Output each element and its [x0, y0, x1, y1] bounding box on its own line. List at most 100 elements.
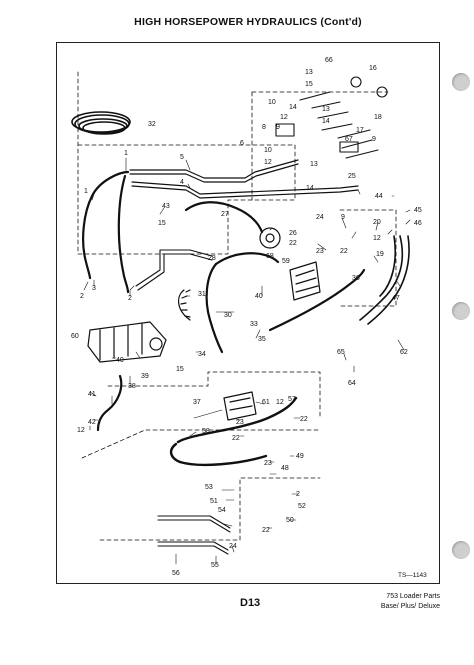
callout-2: 2 — [80, 293, 84, 300]
callout-38: 38 — [128, 383, 136, 390]
callout-13b: 13 — [322, 106, 330, 113]
callout-25: 25 — [348, 173, 356, 180]
callout-52: 52 — [298, 503, 306, 510]
callout-30: 30 — [224, 312, 232, 319]
callout-22d: 22 — [232, 435, 240, 442]
callout-37: 37 — [193, 399, 201, 406]
callout-35: 35 — [258, 336, 266, 343]
callout-1b: 1 — [84, 188, 88, 195]
callout-16: 16 — [369, 65, 377, 72]
callout-12e: 12 — [77, 427, 85, 434]
spring-guard-31 — [178, 289, 191, 321]
callout-15: 15 — [305, 81, 313, 88]
hose-35 — [268, 268, 366, 332]
binder-hole-bottom — [452, 541, 470, 559]
hose-30 — [205, 252, 280, 354]
fittings-top-right — [275, 76, 388, 159]
callout-13c: 13 — [310, 161, 318, 168]
callout-41: 41 — [88, 391, 96, 398]
callout-57: 57 — [288, 396, 296, 403]
dashed-group-outline — [77, 71, 397, 541]
callout-36: 36 — [352, 275, 360, 282]
model-info: 753 Loader Parts Base/ Plus/ Deluxe — [356, 592, 440, 612]
diagram-frame — [56, 42, 440, 584]
callout-64: 64 — [348, 380, 356, 387]
callout-34: 34 — [198, 351, 206, 358]
callout-14b: 14 — [322, 118, 330, 125]
callout-10: 10 — [268, 99, 276, 106]
leader-lines — [83, 157, 411, 565]
callout-14c: 14 — [306, 185, 314, 192]
tube-28 — [135, 249, 213, 291]
callout-68: 68 — [266, 253, 274, 260]
callout-12d: 12 — [276, 399, 284, 406]
callout-24: 24 — [316, 214, 324, 221]
callout-33: 33 — [250, 321, 258, 328]
callout-23: 23 — [316, 248, 324, 255]
callout-47: 47 — [392, 295, 400, 302]
callout-9: 9 — [276, 124, 280, 131]
callout-58: 58 — [202, 428, 210, 435]
callout-4: 4 — [180, 179, 184, 186]
callout-2c: 2 — [296, 491, 300, 498]
callout-1: 1 — [124, 150, 128, 157]
callout-20: 20 — [373, 219, 381, 226]
callout-66: 66 — [325, 57, 333, 64]
callout-62: 62 — [400, 349, 408, 356]
callout-22b: 22 — [340, 248, 348, 255]
callout-22: 22 — [289, 240, 297, 247]
callout-14: 14 — [289, 104, 297, 111]
callout-67: 67 — [345, 136, 353, 143]
callout-23b: 23 — [236, 419, 244, 426]
callout-15c: 15 — [176, 366, 184, 373]
callout-54: 54 — [218, 507, 226, 514]
callout-10b: 10 — [264, 147, 272, 154]
callout-3: 3 — [92, 285, 96, 292]
callout-28: 28 — [208, 255, 216, 262]
model-line-1: 753 Loader Parts — [386, 593, 440, 600]
binder-hole-top — [452, 73, 470, 91]
callout-45: 45 — [414, 207, 422, 214]
callout-2b: 2 — [128, 295, 132, 302]
callout-26: 26 — [289, 230, 297, 237]
callout-27: 27 — [221, 211, 229, 218]
page-number: D13 — [240, 597, 261, 609]
callout-48: 48 — [281, 465, 289, 472]
model-line-2: Base/ Plus/ Deluxe — [380, 603, 440, 610]
callout-49: 49 — [296, 453, 304, 460]
callout-23c: 23 — [264, 460, 272, 467]
callout-24b: 24 — [229, 543, 237, 550]
callout-31: 31 — [198, 291, 206, 298]
hose-41 — [96, 374, 123, 432]
coiled-hose-32 — [71, 111, 131, 135]
callout-40: 40 — [255, 293, 263, 300]
callout-42: 42 — [88, 419, 96, 426]
callout-6: 6 — [240, 140, 244, 147]
callout-12b: 12 — [264, 159, 272, 166]
callout-39: 39 — [141, 373, 149, 380]
callout-55: 55 — [211, 562, 219, 569]
hose-27 — [184, 201, 264, 234]
control-valve-59 — [289, 261, 321, 301]
binder-hole-middle — [452, 302, 470, 320]
callout-32: 32 — [148, 121, 156, 128]
callout-17: 17 — [356, 127, 364, 134]
tube-pair-4-5 — [129, 159, 359, 199]
callout-46: 46 — [414, 220, 422, 227]
callout-43: 43 — [162, 203, 170, 210]
callout-9b: 9 — [372, 136, 376, 143]
tube-54-55 — [157, 515, 231, 555]
hose-1 — [82, 170, 130, 294]
pump-60 — [87, 321, 167, 363]
hose-58 — [169, 396, 298, 467]
hose-47 — [359, 235, 410, 325]
callout-9c: 9 — [341, 214, 345, 221]
fitting-68 — [259, 227, 281, 249]
callout-19: 19 — [376, 251, 384, 258]
callout-60: 60 — [71, 333, 79, 340]
callout-59: 59 — [282, 258, 290, 265]
callout-8: 8 — [262, 124, 266, 131]
callout-12: 12 — [280, 114, 288, 121]
